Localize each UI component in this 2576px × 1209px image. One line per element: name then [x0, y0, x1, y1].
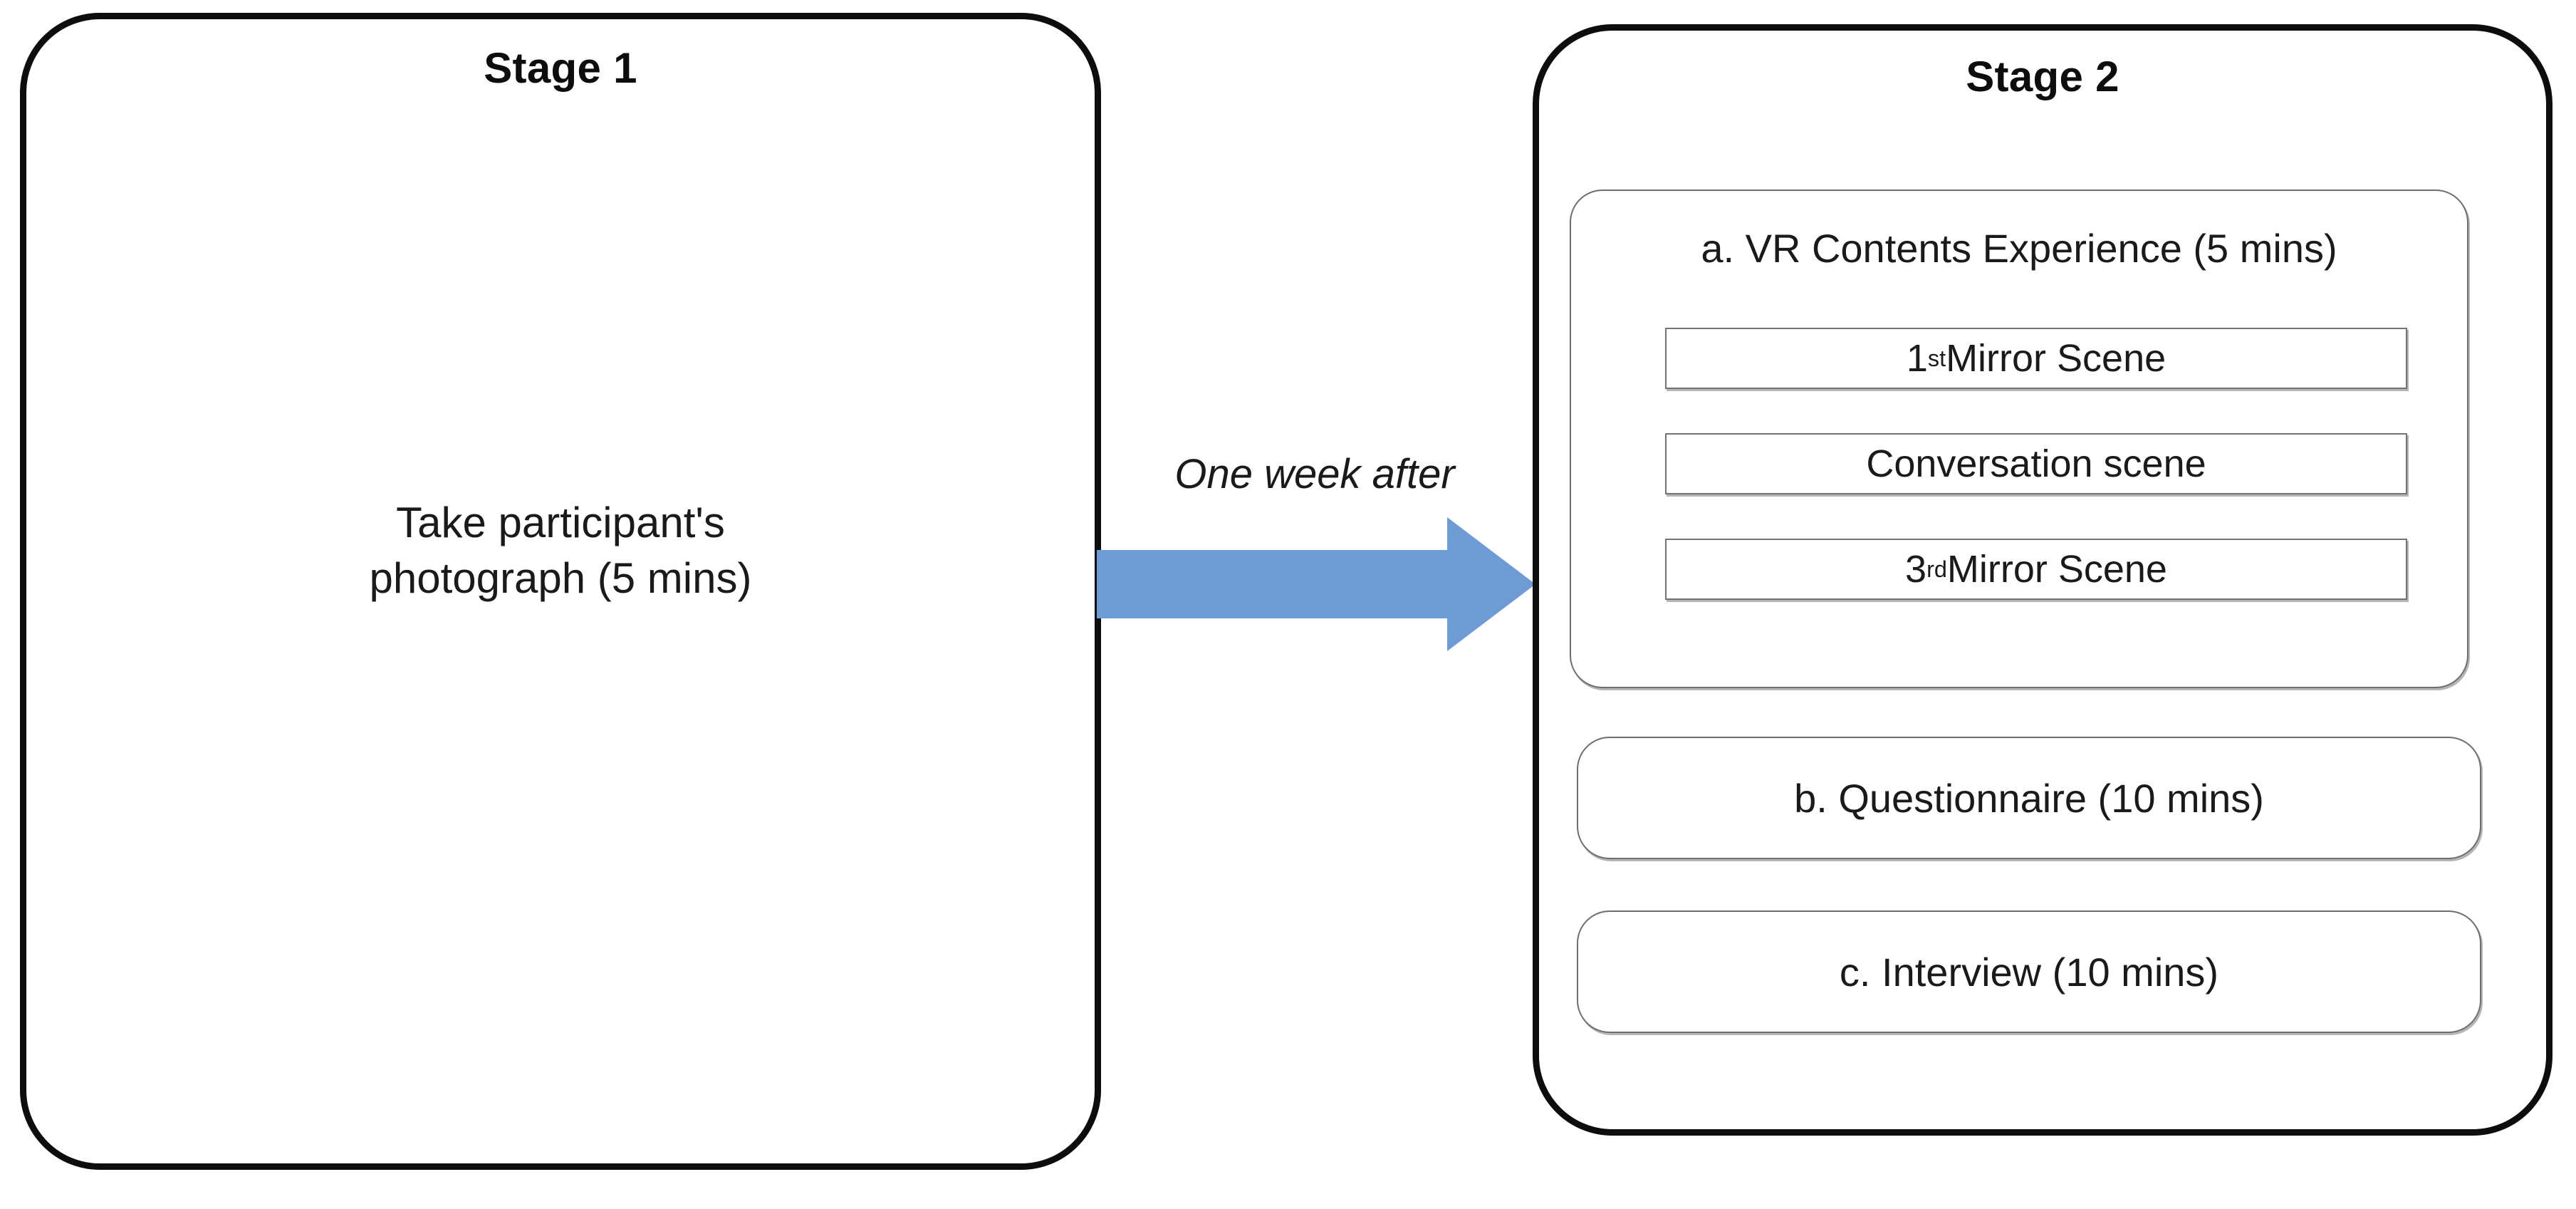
stage-1-title: Stage 1: [484, 44, 637, 92]
transition-arrow: [1097, 514, 1535, 654]
scene-label-prefix: Conversation scene: [1866, 442, 2206, 485]
stage-1-body-line-2: photograph (5 mins): [369, 554, 752, 602]
transition-label: One week after: [1174, 451, 1455, 497]
right-arrow-icon: [1097, 517, 1535, 651]
questionnaire-label: b. Questionnaire (10 mins): [1794, 775, 2264, 821]
stage-1-panel: Stage 1 Take participant's photograph (5…: [20, 13, 1101, 1170]
interview-box: c. Interview (10 mins): [1577, 910, 2481, 1033]
stage-1-body-line-1: Take participant's: [396, 499, 725, 546]
stage-2-title: Stage 2: [1966, 53, 2119, 100]
scene-label-suffix: Mirror Scene: [1946, 337, 2166, 380]
scene-box-conversation: Conversation scene: [1665, 433, 2407, 494]
questionnaire-box: b. Questionnaire (10 mins): [1577, 737, 2481, 859]
scene-label-prefix: 1: [1906, 337, 1928, 380]
vr-contents-experience-label: a. VR Contents Experience (5 mins): [1701, 226, 2337, 271]
scene-label-prefix: 3: [1905, 548, 1927, 591]
interview-label: c. Interview (10 mins): [1839, 949, 2219, 995]
scene-label-suffix: Mirror Scene: [1946, 548, 2167, 591]
stage-1-body: Take participant's photograph (5 mins): [26, 495, 1095, 606]
